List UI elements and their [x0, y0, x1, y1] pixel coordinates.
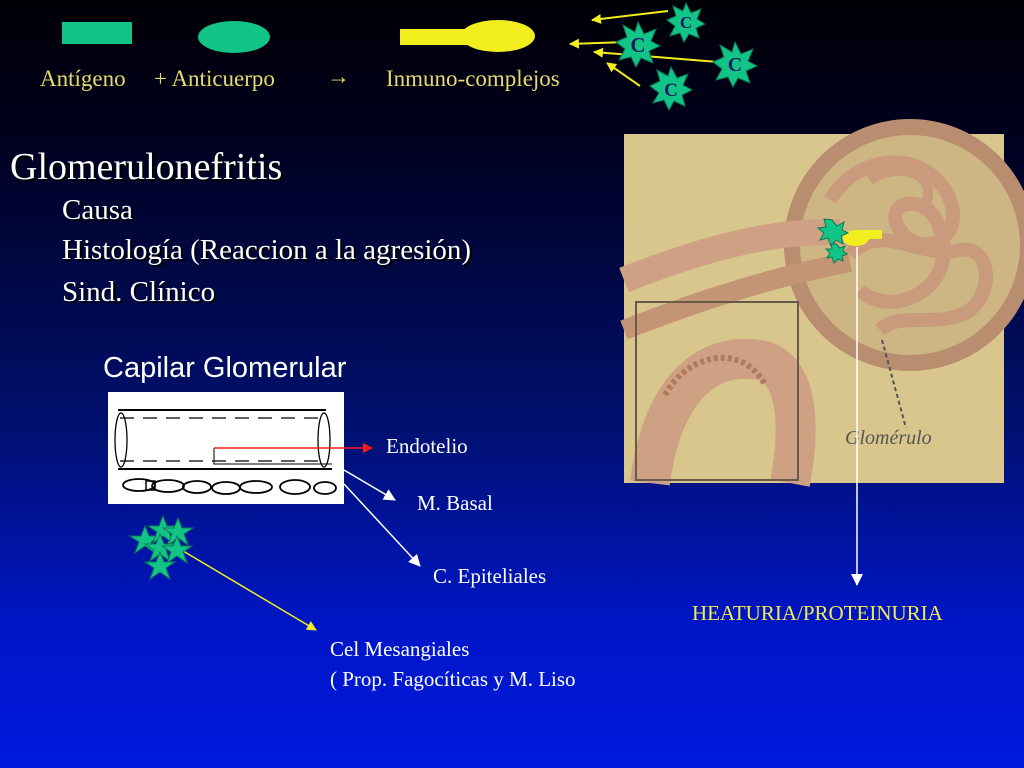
label-epiteliales: C. Epiteliales — [433, 564, 547, 588]
capillary-title: Capilar Glomerular — [103, 352, 347, 384]
bullet-causa: Causa — [62, 194, 133, 226]
antigen-label: Antígeno — [40, 66, 126, 91]
page-title: Glomerulonefritis — [10, 146, 283, 188]
label-endotelio: Endotelio — [386, 434, 468, 458]
complement-star-1: C — [666, 1, 707, 44]
complex-bar — [400, 29, 472, 45]
bullet-histologia: Histología (Reaccion a la agresión) — [62, 234, 472, 266]
photo-caption: Glomérulo — [845, 427, 932, 449]
complex-head — [461, 20, 535, 52]
antibody-shape — [198, 21, 270, 53]
complement-label: C — [728, 54, 742, 76]
complement-label: C — [630, 33, 645, 57]
label-basal: M. Basal — [417, 491, 493, 515]
complement-star-4: C — [649, 65, 694, 112]
complement-star-3: C — [712, 40, 759, 89]
antigen-shape — [62, 22, 132, 44]
bullet-sindrome: Sind. Clínico — [62, 276, 216, 308]
antibody-label: + Anticuerpo — [154, 66, 275, 91]
result-label: HEATURIA/PROTEINURIA — [692, 601, 943, 625]
complement-label: C — [680, 13, 692, 32]
immunocomplex-label: Inmuno-complejos — [386, 66, 560, 91]
arrow-label: → — [327, 64, 350, 89]
mesangial-cells — [128, 514, 195, 581]
label-mesangiales-props: ( Prop. Fagocíticas y M. Liso — [330, 667, 576, 691]
complement-star-2: C — [615, 20, 662, 69]
label-mesangiales: Cel Mesangiales — [330, 637, 470, 661]
complement-label: C — [664, 80, 678, 101]
glomerulus-photo: Glomérulo — [619, 119, 1024, 487]
